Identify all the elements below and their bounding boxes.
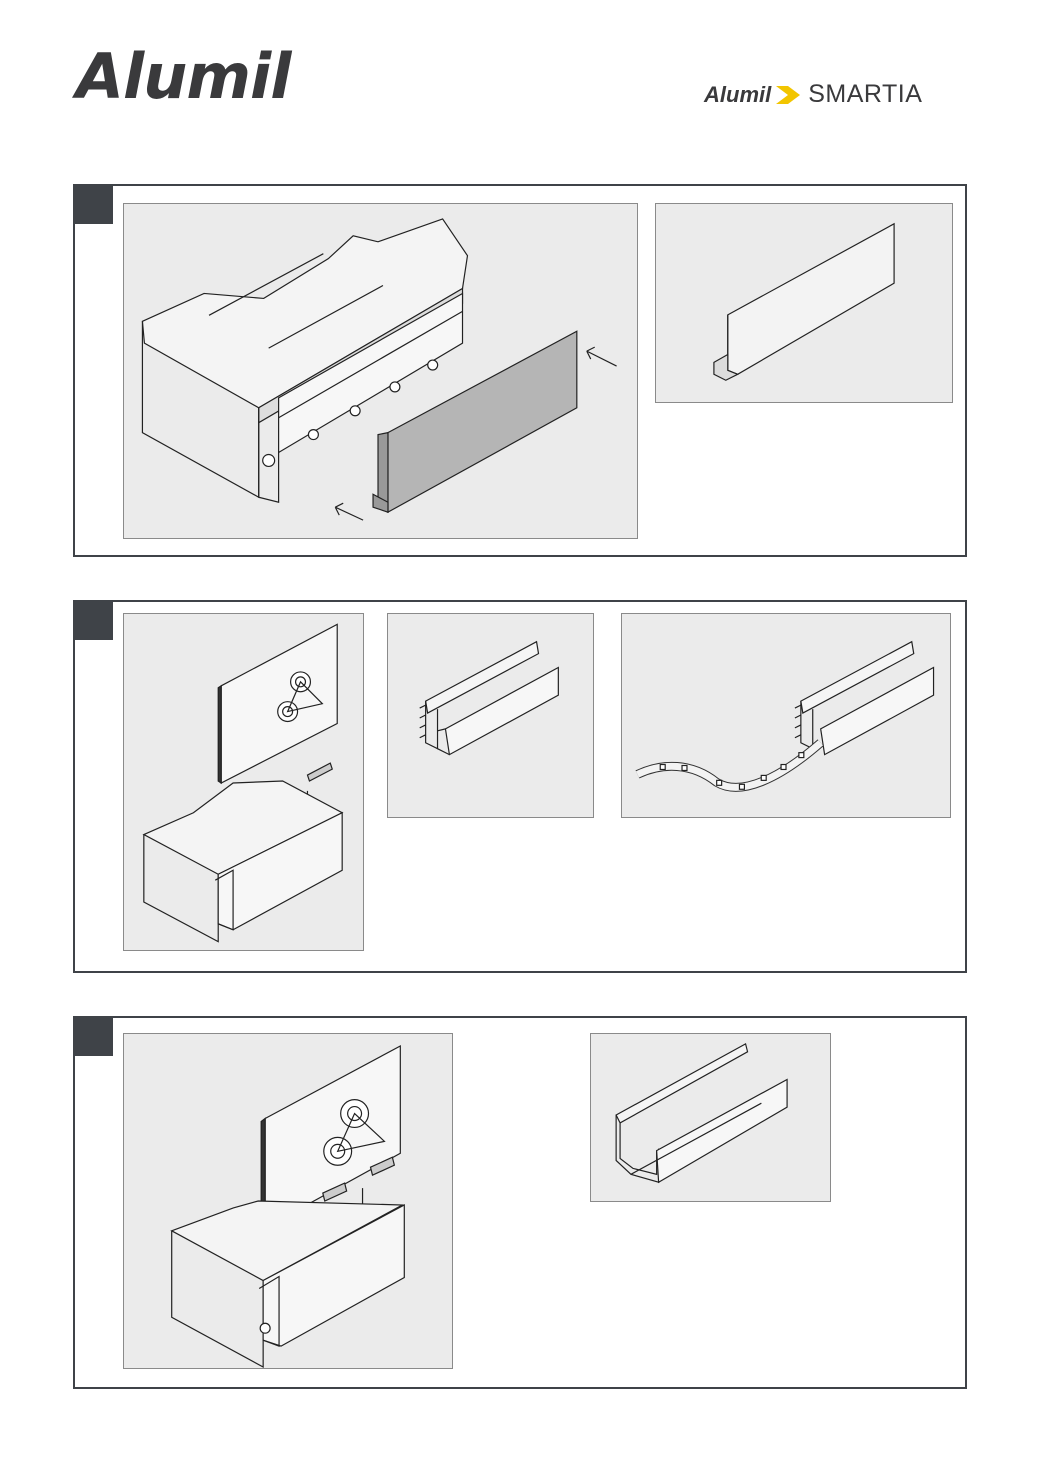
cover-profile-installation-illustration <box>141 218 617 521</box>
alumil-smartia-logo: Alumil SMARTIA <box>704 82 922 107</box>
glass-panel-drop-in-illustration <box>170 1044 405 1368</box>
glass-panel-drop-in-panel <box>123 1033 453 1369</box>
glass-gasket-insertion-panel <box>123 613 364 951</box>
u-profile-illustration <box>615 1042 788 1184</box>
step-3-marker <box>75 1018 113 1056</box>
u-profile-detail-panel <box>590 1033 831 1202</box>
base-profile-with-led-strip-panel <box>621 613 951 818</box>
chevron-right-icon <box>776 85 801 104</box>
led-strip-illustration <box>635 640 935 792</box>
base-profile-detail-panel <box>387 613 594 818</box>
step-2-marker <box>75 602 113 640</box>
smartia-product-text: SMARTIA <box>808 80 923 108</box>
step-1-marker <box>75 186 113 224</box>
cover-profile-installation-panel <box>123 203 638 539</box>
cover-profile-detail-panel <box>655 203 953 403</box>
alumil-logo: Alumil <box>76 40 291 113</box>
base-profile-illustration <box>419 640 559 756</box>
smartia-brand-text: Alumil <box>704 81 772 107</box>
cover-profile-illustration <box>713 222 895 381</box>
glass-gasket-insertion-illustration <box>142 623 344 943</box>
